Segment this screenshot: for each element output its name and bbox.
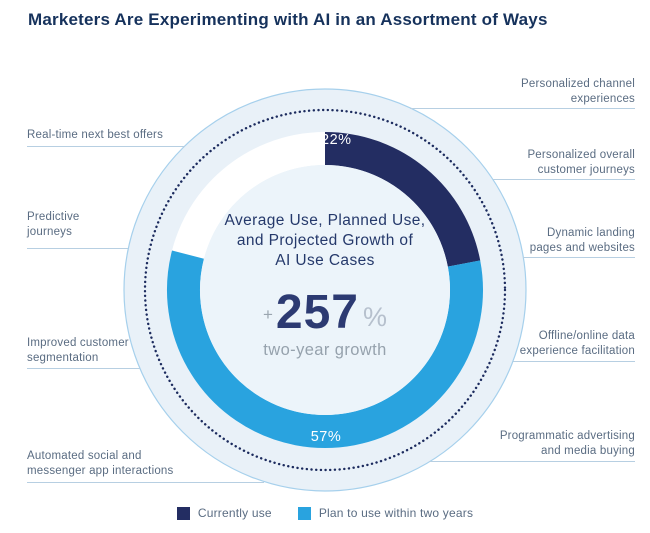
percent-sign: % — [363, 302, 388, 332]
donut-center-heading: Average Use, Planned Use, and Projected … — [224, 212, 426, 269]
currently-use-arc — [167, 132, 483, 448]
legend-label: Plan to use within two years — [318, 506, 474, 520]
plan-to-use-arc — [167, 132, 483, 448]
use-case-label-offline-online-data-facilitation: Offline/online data experience facilitat… — [519, 330, 635, 357]
currently-use-swatch — [176, 506, 190, 520]
plan-to-use-swatch — [297, 506, 311, 520]
growth-figure: + 257 % — [125, 286, 525, 339]
use-case-label-programmatic-advertising: Programmatic advertising and media buyin… — [499, 430, 635, 457]
connector-line — [27, 368, 140, 369]
connector-line — [27, 248, 128, 249]
chart-title: Marketers Are Experimenting with AI in a… — [28, 10, 548, 29]
use-case-label-personalized-overall-customer-journeys: Personalized overall customer journeys — [527, 149, 635, 176]
use-case-label-predictive-journeys: Predictive journeys — [27, 211, 80, 238]
plan-to-use-percent-label: 57% — [310, 429, 342, 445]
use-case-label-real-time-next-best-offers: Real-time next best offers — [27, 129, 164, 141]
legend-label: Currently use — [197, 506, 272, 520]
connector-line — [523, 257, 635, 258]
growth-caption: two-year growth — [263, 341, 387, 359]
plus-sign: + — [262, 305, 273, 324]
legend-item-currently-use: Currently use — [176, 506, 272, 520]
connector-line — [27, 146, 185, 147]
growth-value: 257 — [275, 286, 359, 339]
connector-line — [513, 361, 635, 362]
legend: Currently use Plan to use within two yea… — [0, 506, 650, 520]
legend-item-plan-to-use: Plan to use within two years — [297, 506, 474, 520]
connector-line — [493, 179, 635, 180]
use-case-label-personalized-channel-experiences: Personalized channel experiences — [521, 78, 635, 105]
connector-line — [27, 482, 264, 483]
currently-use-percent-label: 22% — [321, 132, 352, 148]
use-case-label-automated-social-interactions: Automated social and messenger app inter… — [27, 450, 174, 477]
dotted-ring — [143, 108, 507, 472]
connector-line — [410, 108, 635, 109]
inner-circle — [200, 165, 450, 415]
use-case-label-improved-customer-segmentation: Improved customer segmentation — [27, 337, 129, 364]
connector-line — [429, 461, 635, 462]
use-case-label-dynamic-landing-pages: Dynamic landing pages and websites — [529, 227, 635, 254]
